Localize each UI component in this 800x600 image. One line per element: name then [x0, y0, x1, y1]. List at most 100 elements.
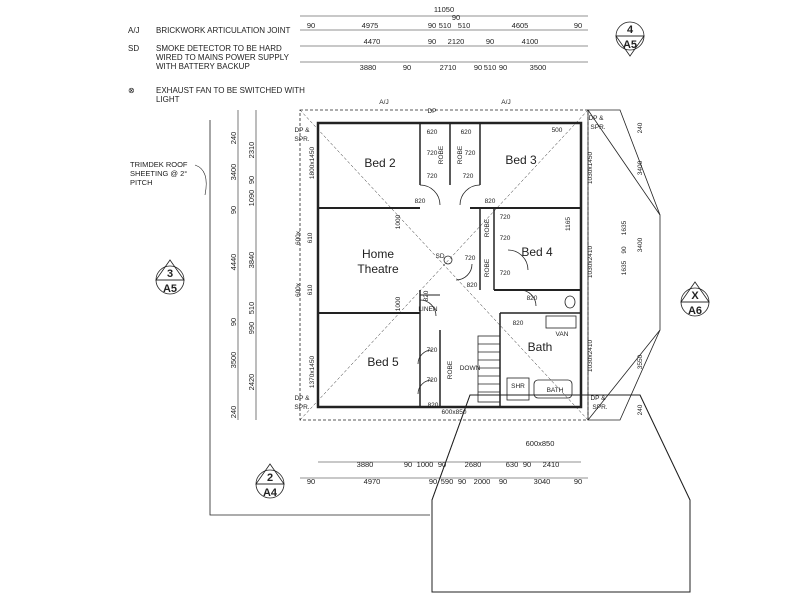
dim-bot2-5: 2000	[474, 477, 491, 486]
door-720-e: 720	[500, 214, 511, 221]
dim-bot1-0: 3880	[357, 460, 374, 469]
legend-aj: A/J BRICKWORK ARTICULATION JOINT	[128, 26, 308, 35]
dim-top3-5: 90	[499, 63, 507, 72]
dim-bot-window: 600x850	[526, 439, 555, 448]
dim-overall: 11050	[434, 5, 454, 14]
dim-right-240b: 240	[637, 404, 644, 415]
room-label-bed4: Bed 4	[521, 245, 553, 259]
dim-right-1635a: 1635	[621, 220, 628, 235]
dim-left-o0: 240	[229, 132, 238, 145]
dim-right-240a: 240	[637, 122, 644, 133]
dim-left-o5: 3500	[229, 352, 238, 369]
door-720-j: 720	[427, 377, 438, 384]
label-spr-bl: SPR.	[294, 404, 309, 411]
door-720-c: 720	[427, 173, 438, 180]
label-van: VAN	[556, 331, 569, 338]
sec-2-top: 2	[267, 472, 273, 484]
dim-bot2-6: 90	[499, 477, 507, 486]
label-dp-spr-br: DP &	[590, 395, 606, 402]
dim-bot1-7: 2410	[543, 460, 560, 469]
label-bath-fixture: BATH	[547, 387, 564, 394]
door-820-b: 820	[485, 198, 496, 205]
dim-top2-4: 2120	[448, 37, 465, 46]
dim-bot2-0: 90	[307, 477, 315, 486]
dim-left-i6: 2420	[247, 374, 256, 391]
win-bed3: 1030x1450	[587, 152, 594, 185]
dim-top1-1: 4975	[362, 21, 379, 30]
room-label-home: Home	[362, 247, 394, 261]
dim-left-i5: 990	[247, 322, 256, 335]
dim-right-3400a: 3400	[637, 160, 644, 175]
roof-note: TRIMDEK ROOF SHEETING @ 2° PITCH	[130, 160, 188, 187]
room-label-bath: Bath	[528, 340, 553, 354]
toilet	[564, 295, 576, 309]
legend-ef: ⊗ EXHAUST FAN TO BE SWITCHED WITH LIGHT	[128, 86, 308, 104]
label-dp-top: DP	[427, 108, 436, 115]
dim-top1-4: 4605	[512, 21, 529, 30]
label-aj-left: A/J	[379, 99, 388, 106]
label-aj-right: A/J	[501, 99, 510, 106]
win-home2: 600x	[295, 282, 302, 297]
label-spr-tl: SPR.	[294, 136, 309, 143]
door-720-f: 720	[500, 235, 511, 242]
dim-bot2-2: 90	[429, 477, 437, 486]
label-spr-tr: SPR.	[590, 124, 605, 131]
door-620-bed3: 620	[461, 129, 472, 136]
door-820-a: 820	[415, 198, 426, 205]
door-620-bed2: 620	[427, 129, 438, 136]
dim-top3-2: 2710	[440, 63, 457, 72]
win-home4: 610	[307, 284, 314, 295]
label-robe-bed5: ROBE	[447, 360, 454, 379]
room-label-theatre: Theatre	[357, 262, 399, 276]
sec-x-top: X	[691, 290, 699, 302]
dim-left-i2: 1090	[247, 190, 256, 207]
dim-top2-1: 90	[428, 37, 436, 46]
dim-bot1-6: 90	[523, 460, 531, 469]
label-dp-spr-tl: DP &	[294, 127, 310, 134]
label-robe-bed3: ROBE	[457, 145, 464, 164]
dim-right-3400b: 3400	[637, 237, 644, 252]
label-stair-window: 600x850	[442, 409, 467, 416]
label-spr-br: SPR.	[592, 404, 607, 411]
dim-left-o1: 3400	[229, 164, 238, 181]
win-bed5: 1370x1450	[309, 356, 316, 389]
vanity	[545, 315, 577, 329]
label-dp-spr-tr: DP &	[588, 115, 604, 122]
dim-left-i4: 510	[247, 302, 256, 315]
dim-top1-5: 90	[574, 21, 582, 30]
sec-3-bottom: A5	[163, 283, 177, 295]
win-bed4: 1030x2410	[587, 246, 594, 279]
dim-bot2-3: 590	[441, 477, 454, 486]
dim-top2-0: 4470	[364, 37, 381, 46]
dim-top2-5: 90	[486, 37, 494, 46]
dim-right-1635b: 1635	[621, 260, 628, 275]
dim-top3-6: 3500	[530, 63, 547, 72]
sec-4-top: 4	[627, 24, 634, 36]
articulation-joint-icon: A/J	[128, 26, 140, 35]
sec-2-bottom: A4	[263, 487, 278, 499]
label-robe-bed4b: ROBE	[484, 258, 491, 277]
dim-bot1-3: 90	[438, 460, 446, 469]
door-1165: 1165	[565, 217, 572, 231]
room-label-bed2: Bed 2	[364, 156, 396, 170]
win-home3: 610	[307, 232, 314, 243]
shower	[506, 377, 530, 401]
room-label-bed3: Bed 3	[505, 153, 537, 167]
label-linen: LINEN	[418, 306, 437, 313]
dim-top3-0: 3880	[360, 63, 377, 72]
dim-top3-4: 510	[484, 63, 497, 72]
sec-4-bottom: A5	[623, 39, 637, 51]
door-820-f: 820	[428, 402, 439, 409]
dim-bot2-7: 3040	[534, 477, 551, 486]
dim-bot2-1: 4970	[364, 477, 381, 486]
exhaust-fan-icon: ⊗	[128, 86, 135, 95]
legend-ef-text: EXHAUST FAN TO BE SWITCHED WITH LIGHT	[156, 86, 305, 104]
door-720-h: 720	[500, 270, 511, 277]
sec-3-top: 3	[167, 268, 173, 280]
label-sd: SD	[435, 253, 444, 260]
legend-sd: SD SMOKE DETECTOR TO BE HARD WIRED TO MA…	[128, 44, 308, 71]
dim-bot1-4: 2680	[465, 460, 482, 469]
door-820-d: 820	[527, 295, 538, 302]
dim-top1-0: 90	[307, 21, 315, 30]
